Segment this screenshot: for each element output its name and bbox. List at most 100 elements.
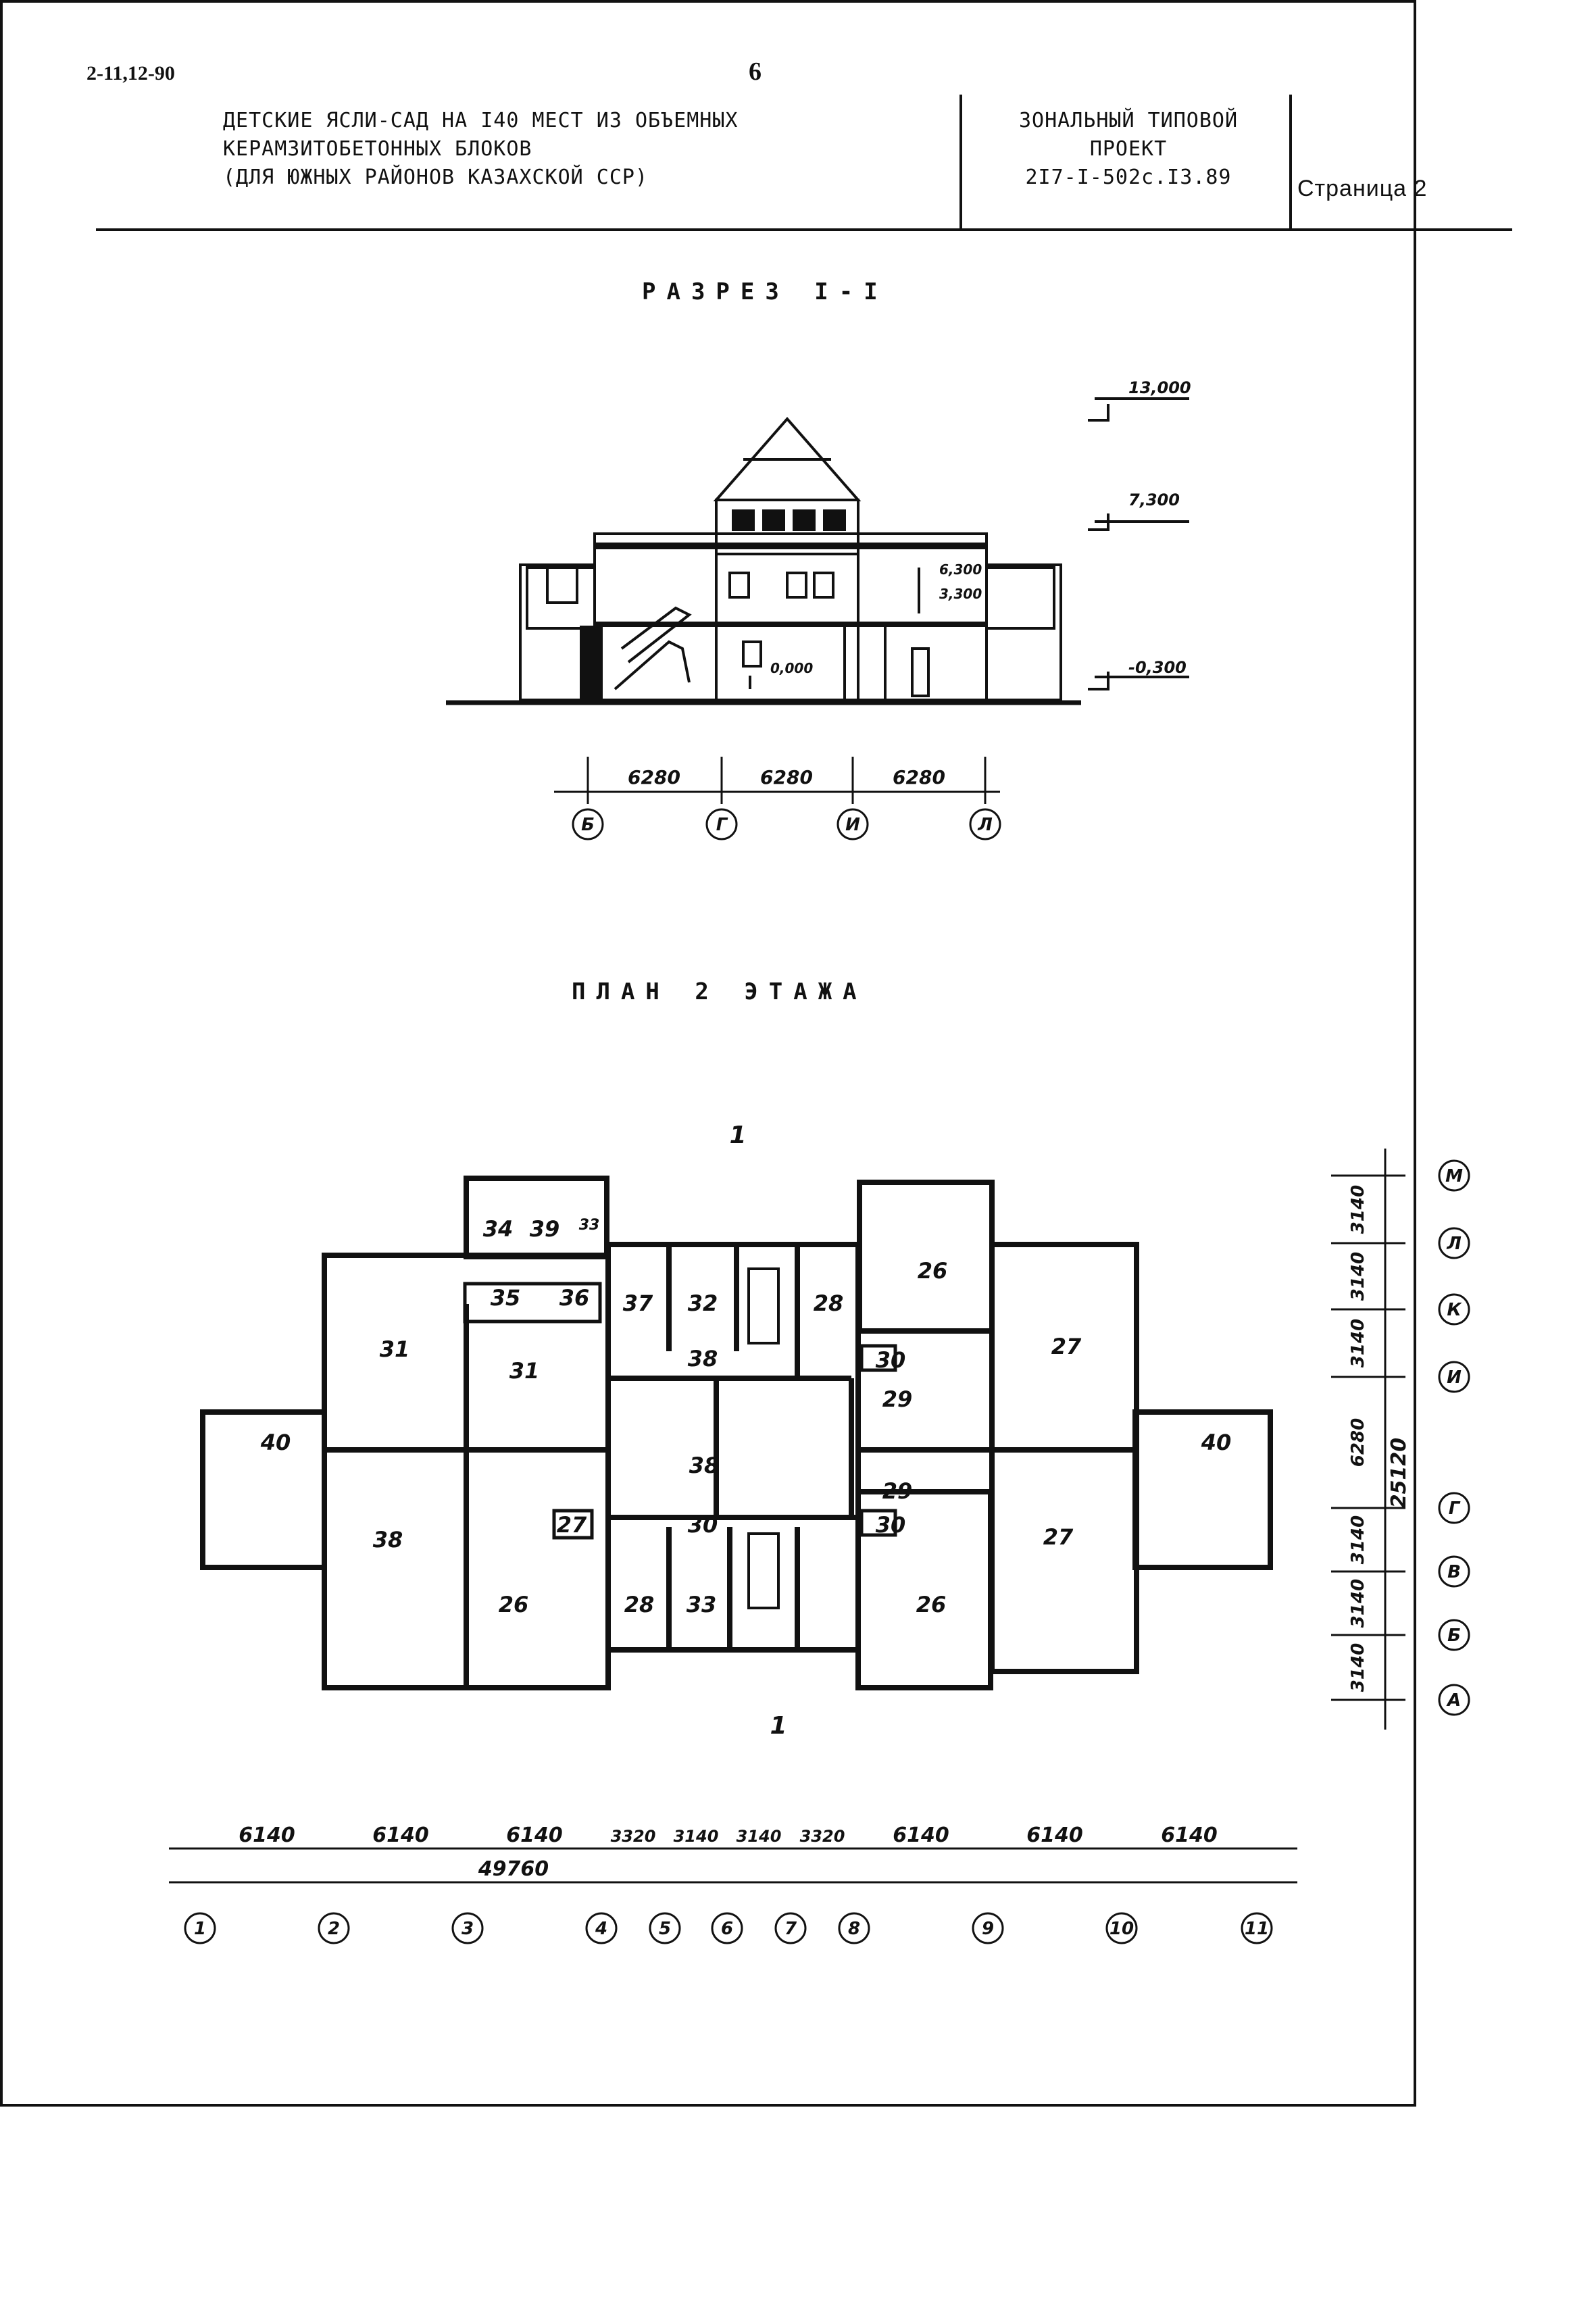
room-number: 30 xyxy=(876,1512,906,1538)
room-number: 27 xyxy=(557,1512,587,1538)
plan-axis-marker-right: Б xyxy=(1447,1626,1461,1646)
plan-axis-marker-right-circle xyxy=(1438,1293,1470,1326)
plan-axis-marker-bottom: 7 xyxy=(784,1919,797,1939)
plan-right-total: 25120 xyxy=(1387,1438,1411,1508)
title-block-bottom-border xyxy=(96,228,1512,231)
plan-axis-marker-right: И xyxy=(1447,1367,1462,1388)
plan-axis-marker-bottom-circle xyxy=(1105,1912,1138,1944)
plan-axis-marker-bottom-circle xyxy=(711,1912,743,1944)
plan-axis-marker-bottom: 5 xyxy=(659,1919,671,1939)
project-title: ДЕТСКИЕ ЯСЛИ-САД НА I40 МЕСТ ИЗ ОБЪЕМНЫХ… xyxy=(223,107,953,192)
room-number: 30 xyxy=(688,1512,718,1538)
room-number: 33 xyxy=(579,1217,600,1234)
section-cut-mark-top: 1 xyxy=(729,1122,746,1149)
section-axis-marker: Г xyxy=(716,815,728,835)
section-level-mark: 6,300 xyxy=(939,561,982,578)
plan-axis-marker-bottom: 3 xyxy=(462,1919,474,1939)
plan-axis-marker-bottom: 4 xyxy=(595,1919,607,1939)
plan-right-dimension: 3140 xyxy=(1348,1252,1368,1301)
plan-axis-marker-right-circle xyxy=(1438,1227,1470,1259)
section-axis-marker-circle xyxy=(969,808,1001,840)
plan-axis-marker-bottom-circle xyxy=(774,1912,807,1944)
plan-axis-marker-bottom-circle xyxy=(1241,1912,1273,1944)
sheet-label: Страница 2 xyxy=(1297,176,1428,201)
room-number: 26 xyxy=(918,1258,948,1284)
room-number: 29 xyxy=(882,1478,913,1504)
plan-axis-marker-bottom: 8 xyxy=(848,1919,860,1939)
section-axis-marker-circle xyxy=(705,808,738,840)
section-axis-marker: Л xyxy=(977,815,993,835)
room-number: 35 xyxy=(491,1285,521,1311)
project-title-line-3: (ДЛЯ ЮЖНЫХ РАЙОНОВ КАЗАХСКОЙ ССР) xyxy=(223,166,649,189)
section-level-mark: 13,000 xyxy=(1128,378,1191,397)
room-number: 39 xyxy=(530,1216,560,1242)
plan-bottom-dimension: 6140 xyxy=(893,1823,949,1847)
document-code: 2-11,12-90 xyxy=(86,62,175,84)
plan-dimension-lines xyxy=(169,1149,1405,1884)
section-dimension-label: 6280 xyxy=(760,766,813,788)
plan-axis-marker-right: А xyxy=(1446,1690,1461,1711)
plan-right-dimension: 3140 xyxy=(1348,1185,1368,1234)
section-level-mark: 7,300 xyxy=(1128,491,1180,509)
room-number: 31 xyxy=(509,1358,540,1384)
room-number: 26 xyxy=(499,1592,529,1617)
room-number: 36 xyxy=(559,1285,590,1311)
plan-axis-marker-bottom-circle xyxy=(451,1912,484,1944)
plan-axis-marker-bottom: 6 xyxy=(721,1919,733,1939)
section-axis-marker-circle xyxy=(572,808,604,840)
plan-axis-marker-right-circle xyxy=(1438,1361,1470,1393)
plan-axis-marker-right: В xyxy=(1447,1562,1461,1582)
plan-right-dimension: 3140 xyxy=(1348,1643,1368,1692)
room-number: 30 xyxy=(876,1347,906,1373)
room-number: 27 xyxy=(1051,1334,1082,1359)
plan-axis-marker-right: Г xyxy=(1449,1499,1461,1519)
section-dimension-label: 6280 xyxy=(628,766,680,788)
room-number: 38 xyxy=(689,1453,720,1478)
plan-axis-marker-bottom: 2 xyxy=(328,1919,340,1939)
room-number: 28 xyxy=(814,1290,844,1316)
plan-bottom-dimension: 3320 xyxy=(800,1827,845,1846)
plan-axis-marker-right-circle xyxy=(1438,1684,1470,1716)
plan-axis-marker-right-circle xyxy=(1438,1492,1470,1524)
room-number: 32 xyxy=(688,1290,718,1316)
section-dimension-line xyxy=(554,757,1000,804)
section-dimension-label: 6280 xyxy=(893,766,945,788)
page-number: 6 xyxy=(749,57,762,86)
section-level-mark: 3,300 xyxy=(939,586,982,602)
room-number: 38 xyxy=(688,1346,718,1372)
project-code: 2I7-I-502с.I3.89 xyxy=(1025,166,1232,189)
room-number: 40 xyxy=(260,1430,291,1455)
plan-bottom-dimension: 6140 xyxy=(506,1823,563,1847)
plan-axis-marker-bottom-circle xyxy=(585,1912,618,1944)
drawing-frame xyxy=(0,0,1416,2107)
plan-axis-marker-right: К xyxy=(1447,1300,1462,1320)
room-number: 26 xyxy=(916,1592,947,1617)
room-number: 28 xyxy=(624,1592,655,1617)
plan-bottom-dimension: 6140 xyxy=(1026,1823,1083,1847)
plan-bottom-total: 49760 xyxy=(478,1857,549,1881)
plan-axis-marker-bottom: 10 xyxy=(1109,1919,1134,1939)
plan-axis-marker-right: М xyxy=(1445,1166,1463,1186)
plan-right-dimension: 3140 xyxy=(1348,1319,1368,1367)
section-axis-marker: Б xyxy=(581,815,595,835)
room-number: 34 xyxy=(483,1216,514,1242)
plan-drawing xyxy=(200,1176,1273,1690)
plan-right-dimension: 3140 xyxy=(1348,1579,1368,1628)
section-level-mark: 0,000 xyxy=(770,660,813,676)
plan-axis-marker-bottom: 11 xyxy=(1245,1919,1269,1939)
project-type-line-1: ЗОНАЛЬНЫЙ ТИПОВОЙ xyxy=(1018,109,1239,132)
plan-bottom-dimension: 3140 xyxy=(674,1827,719,1846)
plan-axis-marker-right-circle xyxy=(1438,1619,1470,1651)
plan-axis-marker-bottom: 1 xyxy=(194,1919,206,1939)
project-type-line-2: ПРОЕКТ xyxy=(1089,137,1168,161)
project-type: ЗОНАЛЬНЫЙ ТИПОВОЙ ПРОЕКТ 2I7-I-502с.I3.8… xyxy=(973,107,1284,192)
plan-axis-marker-bottom-circle xyxy=(838,1912,870,1944)
plan-axis-marker-bottom-circle xyxy=(649,1912,681,1944)
room-number: 31 xyxy=(380,1336,410,1362)
plan-heading: ПЛАН 2 ЭТАЖА xyxy=(572,978,868,1005)
room-number: 37 xyxy=(623,1290,653,1316)
plan-bottom-dimension: 6140 xyxy=(239,1823,295,1847)
plan-right-dimension: 3140 xyxy=(1348,1515,1368,1564)
